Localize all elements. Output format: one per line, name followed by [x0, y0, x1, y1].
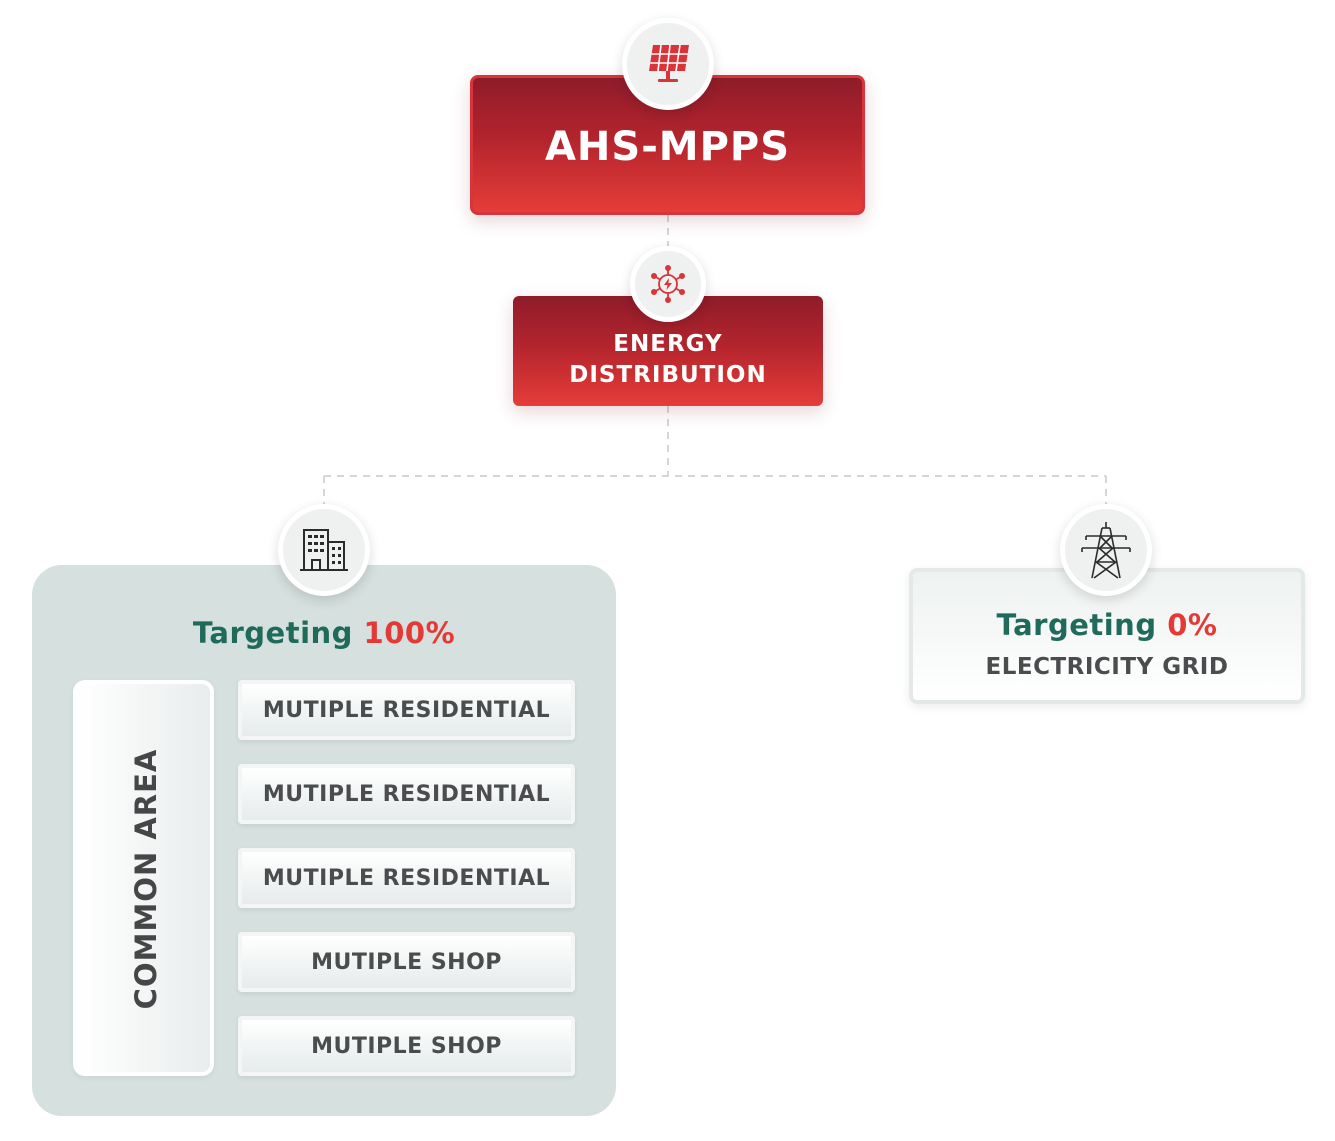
common-area-label: COMMON AREA: [129, 748, 163, 1010]
common-area-box: COMMON AREA: [73, 680, 214, 1076]
grid-label: ELECTRICITY GRID: [985, 654, 1229, 680]
grid-panel: Targeting 0% ELECTRICITY GRID: [909, 568, 1305, 704]
distribution-line-2: DISTRIBUTION: [569, 362, 767, 388]
power-tower-icon: [1060, 504, 1152, 596]
building-target: Targeting 100%: [32, 616, 616, 650]
grid-target-word: Targeting: [996, 608, 1157, 642]
unit-residential-2: MUTIPLE RESIDENTIAL: [238, 764, 575, 824]
unit-shop-1: MUTIPLE SHOP: [238, 932, 575, 992]
unit-shop-2: MUTIPLE SHOP: [238, 1016, 575, 1076]
unit-residential-1: MUTIPLE RESIDENTIAL: [238, 680, 575, 740]
distribution-line-1: ENERGY: [613, 331, 723, 357]
energy-network-icon: [630, 246, 706, 322]
distribution-title: ENERGY DISTRIBUTION: [569, 329, 766, 391]
building-icon: [278, 504, 370, 596]
source-node: AHS-MPPS: [470, 75, 865, 215]
building-target-value: 100%: [363, 616, 456, 650]
grid-target: Targeting 0%: [913, 608, 1301, 642]
building-target-word: Targeting: [192, 616, 353, 650]
source-title: AHS-MPPS: [544, 124, 791, 170]
unit-residential-3: MUTIPLE RESIDENTIAL: [238, 848, 575, 908]
solar-panel-icon: [622, 18, 714, 110]
grid-target-value: 0%: [1167, 608, 1218, 642]
